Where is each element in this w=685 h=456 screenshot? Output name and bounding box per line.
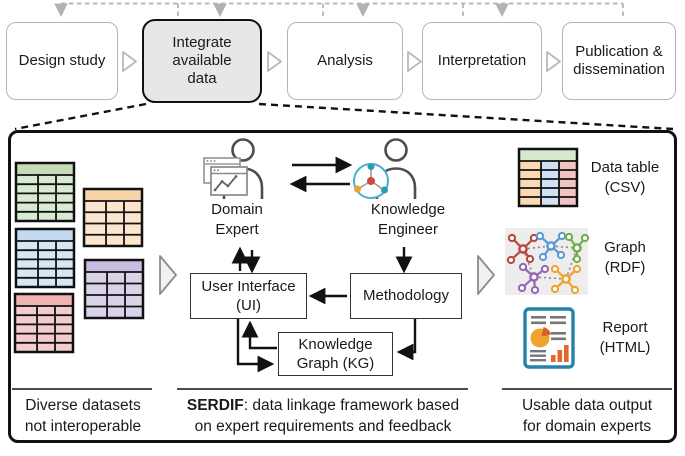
flow-chevron-icon (267, 51, 282, 72)
domain-expert-label: Domain Expert (211, 201, 263, 239)
methodology-box: Methodology (350, 273, 462, 319)
output-label-rdf: Graph (RDF) (604, 239, 646, 277)
stage-integrate-available-data: Integrate available data (142, 19, 262, 103)
knowledge-graph-box: Knowledge Graph (KG) (278, 332, 393, 376)
output-label-html: Report (HTML) (599, 319, 651, 357)
stage-interpretation: Interpretation (422, 22, 542, 100)
ui-box-label: User Interface (UI) (201, 277, 296, 315)
caption-diverse-datasets: Diverse datasets not interoperable (24, 397, 142, 436)
flow-chevron-icon (122, 51, 137, 72)
caption-rule-center (177, 388, 468, 390)
caption-serdif-line1: SERDIF: data linkage framework based (172, 395, 474, 416)
stage-design-study: Design study (6, 22, 118, 100)
kg-box-label: Knowledge Graph (KG) (296, 335, 375, 373)
caption-rule-right (502, 388, 672, 390)
flow-chevron-icon (407, 51, 422, 72)
caption-serdif-line1-rest: : data linkage framework based (243, 397, 460, 414)
feedback-dashed-lines (54, 2, 624, 18)
stage-label: Integrate available data (172, 33, 232, 88)
methodology-box-label: Methodology (363, 287, 449, 305)
output-label-csv: Data table (CSV) (590, 159, 660, 197)
stage-label: Interpretation (437, 51, 527, 69)
knowledge-engineer-label: Knowledge Engineer (370, 201, 446, 239)
stage-analysis: Analysis (287, 22, 403, 100)
serdif-acronym: SERDIF (186, 397, 244, 414)
stage-label: Analysis (317, 51, 373, 69)
user-interface-box: User Interface (UI) (190, 273, 307, 319)
stage-label: Design study (18, 51, 106, 69)
zoom-connector-lines (14, 102, 674, 131)
caption-usable-output: Usable data output for domain experts (521, 397, 653, 436)
flow-chevron-icon (546, 51, 561, 72)
stage-label: Publication & dissemination (573, 42, 665, 78)
caption-rule-left (12, 388, 152, 390)
stage-publication-dissemination: Publication & dissemination (562, 22, 676, 100)
caption-serdif: SERDIF: data linkage framework based on … (172, 395, 474, 438)
caption-serdif-line2: on expert requirements and feedback (194, 418, 452, 436)
